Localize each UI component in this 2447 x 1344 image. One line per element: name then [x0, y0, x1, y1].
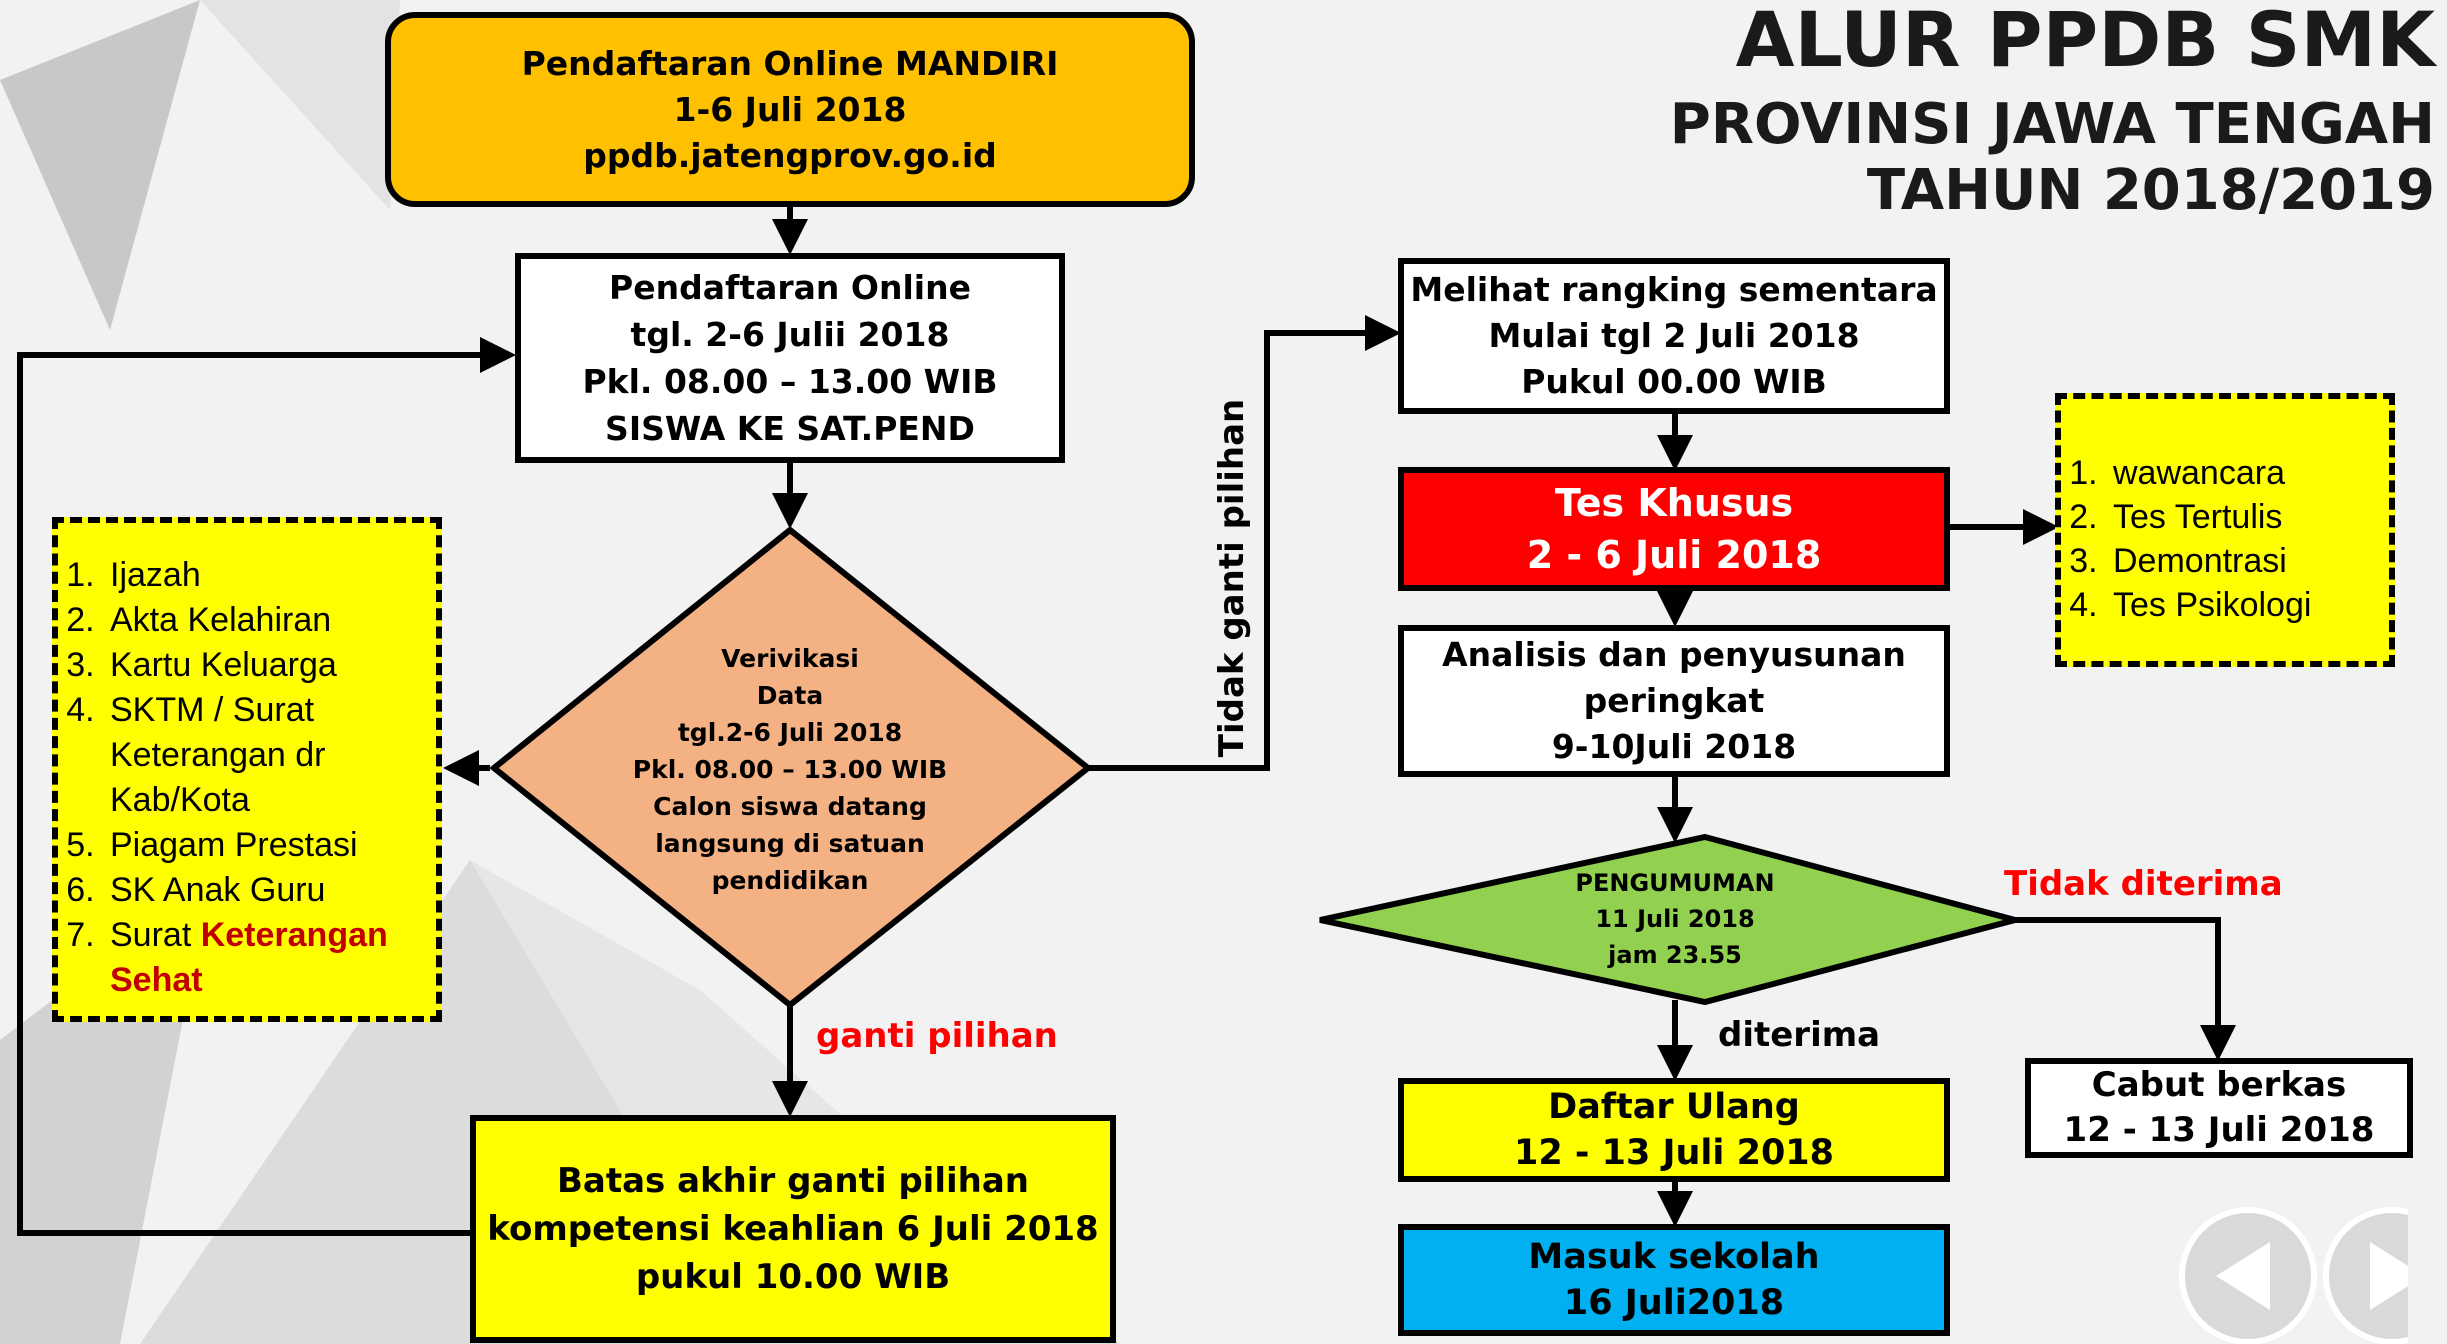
- verification-line-5: Calon siswa datang: [653, 792, 927, 821]
- document-item: Ijazah: [104, 553, 426, 598]
- label-not-accepted: Tidak diterima: [2004, 864, 2283, 904]
- withdraw-line-2: 12 - 13 Juli 2018: [2063, 1110, 2375, 1150]
- announcement-diamond-shape: [1319, 833, 2027, 1006]
- step-special-test: Tes Khusus 2 - 6 Juli 2018: [1398, 467, 1950, 591]
- document-item: Kartu Keluarga: [104, 643, 426, 688]
- step-change-deadline: Batas akhir ganti pilihan kompetensi kea…: [470, 1115, 1116, 1343]
- verification-line-3: tgl.2-6 Juli 2018: [677, 718, 903, 747]
- connectors: [17, 205, 2236, 1236]
- label-accepted: diterima: [1718, 1015, 1881, 1055]
- step-analysis-ranking: Analisis dan penyusunan peringkat 9-10Ju…: [1398, 625, 1950, 777]
- verification-diamond-shape: [489, 526, 1093, 1009]
- test-line-2: 2 - 6 Juli 2018: [1526, 533, 1822, 577]
- document-item: Piagam Prestasi: [104, 823, 426, 868]
- page-year: TAHUN 2018/2019: [1866, 158, 2435, 223]
- step-online-registration: Pendaftaran Online tgl. 2-6 Julii 2018 P…: [515, 253, 1065, 463]
- document-item-7-highlight: Keterangan: [200, 916, 388, 954]
- back-arrow-icon[interactable]: [2179, 1207, 2317, 1344]
- test-type-item: Tes Psikologi: [2107, 583, 2381, 627]
- ranking-line-3: Pukul 00.00 WIB: [1521, 362, 1827, 401]
- online-line-2: tgl. 2-6 Julii 2018: [630, 315, 950, 354]
- document-item: SK Anak Guru: [104, 868, 426, 913]
- test-type-item: Demontrasi: [2107, 539, 2381, 583]
- school-start-line-1: Masuk sekolah: [1528, 1237, 1820, 1277]
- school-start-line-2: 16 Juli2018: [1563, 1283, 1785, 1323]
- step-online-mandiri: Pendaftaran Online MANDIRI 1-6 Juli 2018…: [385, 12, 1195, 207]
- documents-list: Ijazah Akta Kelahiran Kartu Keluarga SKT…: [52, 517, 442, 1022]
- withdraw-line-1: Cabut berkas: [2091, 1065, 2347, 1105]
- verification-line-1: Verivikasi: [721, 644, 859, 673]
- reregistration-line-2: 12 - 13 Juli 2018: [1513, 1133, 1835, 1173]
- step-withdraw-files: Cabut berkas 12 - 13 Juli 2018: [2025, 1058, 2413, 1158]
- ranking-line-2: Mulai tgl 2 Juli 2018: [1488, 316, 1860, 355]
- step-re-registration: Daftar Ulang 12 - 13 Juli 2018: [1398, 1078, 1950, 1182]
- verification-line-6: langsung di satuan: [655, 829, 925, 858]
- document-item: Akta Kelahiran: [104, 598, 426, 643]
- announcement-line-1: PENGUMUMAN: [1575, 869, 1775, 897]
- mandiri-line-2: 1-6 Juli 2018: [673, 89, 907, 129]
- deadline-line-2: kompetensi keahlian 6 Juli 2018: [487, 1209, 1099, 1249]
- step-view-ranking: Melihat rangking sementara Mulai tgl 2 J…: [1398, 258, 1950, 414]
- document-item-7-prefix: Surat: [110, 916, 201, 954]
- navigation-controls: [2179, 1207, 2408, 1344]
- verification-line-2: Data: [756, 681, 824, 710]
- reregistration-line-1: Daftar Ulang: [1548, 1087, 1800, 1127]
- test-type-item: wawancara: [2107, 451, 2381, 495]
- document-item: Surat Keterangan Sehat: [104, 913, 426, 1003]
- document-item: SKTM / Surat Keterangan dr Kab/Kota: [104, 688, 426, 823]
- verification-line-7: pendidikan: [711, 866, 869, 895]
- deadline-line-1: Batas akhir ganti pilihan: [556, 1161, 1030, 1201]
- label-no-change-choice: Tidak ganti pilihan: [1212, 398, 1252, 758]
- step-announcement: PENGUMUMAN 11 Juli 2018 jam 23.55: [1505, 865, 1845, 973]
- mandiri-line-3: ppdb.jatengprov.go.id: [583, 135, 997, 175]
- step-verification: Verivikasi Data tgl.2-6 Juli 2018 Pkl. 0…: [610, 640, 970, 899]
- test-line-1: Tes Khusus: [1554, 481, 1794, 525]
- online-line-3: Pkl. 08.00 – 13.00 WIB: [582, 362, 998, 401]
- announcement-line-3: jam 23.55: [1608, 941, 1742, 969]
- forward-arrow-icon[interactable]: [2323, 1207, 2408, 1344]
- test-types-list: wawancara Tes Tertulis Demontrasi Tes Ps…: [2055, 393, 2395, 667]
- analysis-line-3: 9-10Juli 2018: [1551, 727, 1797, 766]
- document-item-7-highlight-2: Sehat: [110, 961, 203, 999]
- analysis-line-1: Analisis dan penyusunan: [1442, 635, 1906, 674]
- page-subtitle: PROVINSI JAWA TENGAH: [1669, 92, 2435, 157]
- announcement-line-2: 11 Juli 2018: [1595, 905, 1755, 933]
- online-line-1: Pendaftaran Online: [609, 268, 971, 307]
- deadline-line-3: pukul 10.00 WIB: [635, 1257, 951, 1297]
- ranking-line-1: Melihat rangking sementara: [1410, 270, 1938, 309]
- step-start-school: Masuk sekolah 16 Juli2018: [1398, 1224, 1950, 1336]
- online-line-4: SISWA KE SAT.PEND: [605, 409, 975, 448]
- verification-line-4: Pkl. 08.00 – 13.00 WIB: [632, 755, 948, 784]
- analysis-line-2: peringkat: [1583, 681, 1765, 720]
- mandiri-line-1: Pendaftaran Online MANDIRI: [521, 43, 1059, 83]
- page-title: ALUR PPDB SMK: [1735, 0, 2435, 84]
- label-change-choice: ganti pilihan: [816, 1016, 1058, 1056]
- test-type-item: Tes Tertulis: [2107, 495, 2381, 539]
